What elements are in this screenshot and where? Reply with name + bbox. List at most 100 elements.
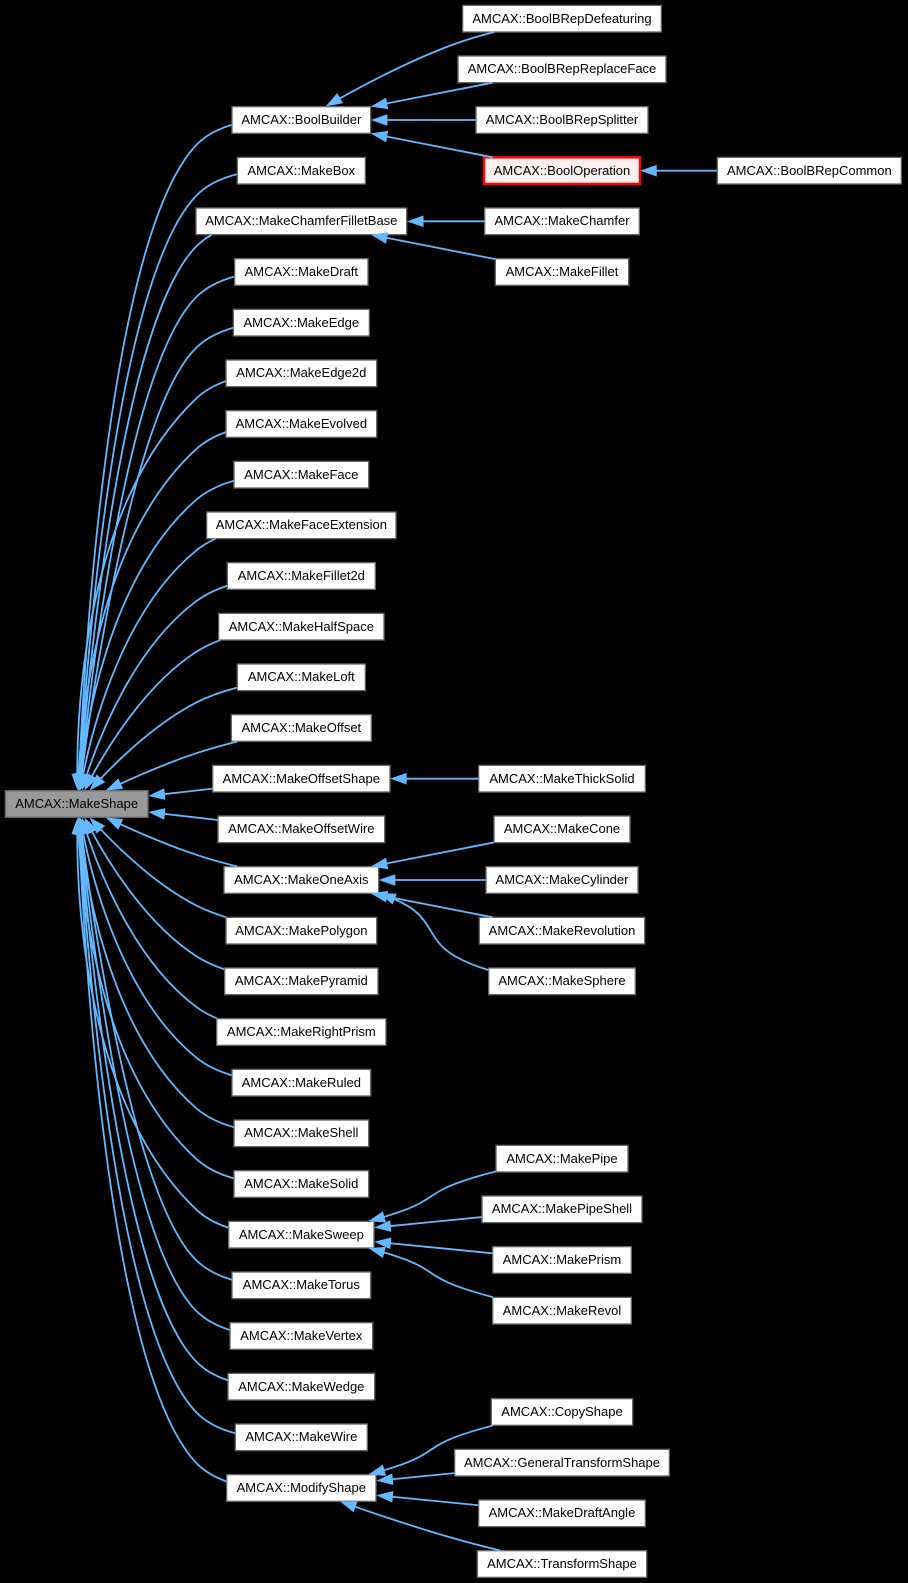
class-node-label: AMCAX::GeneralTransformShape	[463, 1454, 660, 1470]
class-node-make-pyramid[interactable]: AMCAX::MakePyramid	[225, 968, 378, 995]
class-node-box-make-sphere	[488, 967, 636, 996]
class-node-label: AMCAX::MakeLoft	[247, 669, 355, 685]
inheritance-edge-make-sphere-to-make-one-axis	[391, 897, 489, 971]
class-node-bool-builder[interactable]: AMCAX::BoolBuilder	[232, 107, 371, 134]
class-node-box-make-right-prism	[216, 1018, 387, 1046]
class-node-label: AMCAX::BoolBRepSplitter	[485, 111, 639, 127]
class-node-make-thick-solid[interactable]: AMCAX::MakeThickSolid	[479, 765, 646, 792]
class-node-make-revol[interactable]: AMCAX::MakeRevol	[493, 1297, 632, 1324]
class-node-make-draft-angle[interactable]: AMCAX::MakeDraftAngle	[479, 1500, 646, 1527]
class-node-make-shell[interactable]: AMCAX::MakeShell	[234, 1120, 369, 1147]
arrowhead-icon-modify-shape	[368, 1464, 386, 1476]
class-node-transform-shape[interactable]: AMCAX::TransformShape	[477, 1551, 646, 1578]
class-node-make-draft[interactable]: AMCAX::MakeDraft	[235, 259, 368, 286]
class-node-make-sphere[interactable]: AMCAX::MakeSphere	[489, 968, 636, 995]
class-node-make-cone[interactable]: AMCAX::MakeCone	[494, 816, 630, 843]
class-node-label: AMCAX::MakeEdge	[243, 314, 360, 330]
class-node-box-make-draft	[234, 258, 369, 286]
inheritance-edge-modify-shape-to-make-shape	[78, 831, 227, 1483]
class-node-box-make-edge2d	[225, 359, 378, 388]
class-node-label: AMCAX::MakeSweep	[238, 1226, 364, 1242]
inheritance-edge-general-transform-shape-to-modify-shape	[389, 1472, 455, 1481]
inheritance-edge-make-prism-to-make-sweep	[387, 1242, 493, 1255]
inheritance-edge-make-draft-angle-to-modify-shape	[389, 1495, 479, 1507]
class-node-box-copy-shape	[490, 1398, 634, 1426]
inheritance-edge-make-ruled-to-make-shape	[81, 830, 232, 1077]
class-node-label: AMCAX::MakeShell	[244, 1125, 359, 1141]
class-node-general-transform-shape[interactable]: AMCAX::GeneralTransformShape	[455, 1449, 670, 1476]
class-node-bool-b-rep-defeaturing[interactable]: AMCAX::BoolBRepDefeaturing	[463, 5, 662, 32]
class-node-make-solid[interactable]: AMCAX::MakeSolid	[234, 1171, 369, 1198]
class-node-label: AMCAX::MakeChamferFilletBase	[205, 213, 398, 229]
class-node-box-make-offset-wire	[217, 815, 386, 844]
class-node-box-make-wire	[234, 1423, 368, 1452]
class-node-label: AMCAX::MakeOffsetShape	[222, 770, 380, 786]
class-node-make-wire[interactable]: AMCAX::MakeWire	[235, 1424, 367, 1451]
class-node-label: AMCAX::MakeOffset	[241, 719, 362, 735]
inheritance-edge-make-box-to-make-shape	[78, 173, 238, 777]
class-node-make-face-extension[interactable]: AMCAX::MakeFaceExtension	[207, 512, 396, 539]
class-node-make-ruled[interactable]: AMCAX::MakeRuled	[232, 1069, 371, 1096]
class-node-label: AMCAX::MakeDraftAngle	[488, 1505, 636, 1521]
class-node-label: AMCAX::MakeFace	[244, 466, 359, 482]
class-node-box-make-edge	[232, 308, 370, 337]
class-node-make-edge[interactable]: AMCAX::MakeEdge	[233, 309, 369, 336]
inheritance-edge-make-offset-wire-to-make-shape	[161, 812, 218, 821]
class-node-make-sweep[interactable]: AMCAX::MakeSweep	[229, 1221, 374, 1248]
inheritance-edge-make-cone-to-make-one-axis	[383, 841, 495, 865]
class-node-make-offset-wire[interactable]: AMCAX::MakeOffsetWire	[218, 816, 385, 843]
class-node-label: AMCAX::CopyShape	[501, 1403, 623, 1419]
class-node-bool-b-rep-replace-face[interactable]: AMCAX::BoolBRepReplaceFace	[458, 56, 666, 83]
class-node-label: AMCAX::MakeHalfSpace	[228, 618, 374, 634]
class-node-make-offset-shape[interactable]: AMCAX::MakeOffsetShape	[213, 765, 390, 792]
class-node-label: AMCAX::MakePolygon	[235, 922, 368, 938]
class-node-make-pipe-shell[interactable]: AMCAX::MakePipeShell	[482, 1196, 642, 1223]
inheritance-edge-make-face-extension-to-make-shape	[81, 537, 216, 778]
class-node-make-box[interactable]: AMCAX::MakeBox	[237, 157, 365, 184]
arrowhead-icon-make-offset-shape	[390, 772, 407, 785]
class-node-make-revolution[interactable]: AMCAX::MakeRevolution	[479, 917, 644, 944]
class-node-bool-b-rep-splitter[interactable]: AMCAX::BoolBRepSplitter	[476, 107, 648, 134]
class-node-make-face[interactable]: AMCAX::MakeFace	[234, 461, 369, 488]
inheritance-edge-make-vertex-to-make-shape	[79, 831, 230, 1331]
class-node-label: AMCAX::MakeOffsetWire	[228, 821, 375, 837]
class-node-make-chamfer-fillet-base[interactable]: AMCAX::MakeChamferFilletBase	[196, 208, 407, 235]
arrowhead-icon-make-shape	[105, 817, 124, 830]
class-node-label: AMCAX::MakeOneAxis	[234, 871, 369, 887]
class-node-bool-b-rep-common[interactable]: AMCAX::BoolBRepCommon	[717, 157, 901, 184]
class-node-make-chamfer[interactable]: AMCAX::MakeChamfer	[485, 208, 640, 235]
class-node-modify-shape[interactable]: AMCAX::ModifyShape	[227, 1475, 376, 1502]
class-node-box-make-offset	[230, 714, 372, 742]
class-node-make-torus[interactable]: AMCAX::MakeTorus	[232, 1272, 371, 1299]
class-node-make-evolved[interactable]: AMCAX::MakeEvolved	[226, 411, 377, 438]
class-node-make-vertex[interactable]: AMCAX::MakeVertex	[230, 1323, 373, 1350]
class-node-copy-shape[interactable]: AMCAX::CopyShape	[491, 1399, 632, 1426]
class-node-box-make-offset-shape	[212, 764, 391, 793]
class-node-make-shape: AMCAX::MakeShape	[5, 791, 148, 818]
class-node-label: AMCAX::MakeSolid	[244, 1175, 359, 1191]
inheritance-edge-make-offset-to-make-shape	[117, 740, 238, 786]
class-node-make-one-axis[interactable]: AMCAX::MakeOneAxis	[224, 867, 379, 894]
class-node-make-prism[interactable]: AMCAX::MakePrism	[493, 1247, 632, 1274]
arrowhead-icon-bool-operation	[640, 164, 657, 177]
class-node-label: AMCAX::TransformShape	[487, 1555, 637, 1571]
class-node-make-half-space[interactable]: AMCAX::MakeHalfSpace	[219, 613, 384, 640]
class-node-make-fillet2d[interactable]: AMCAX::MakeFillet2d	[227, 563, 375, 590]
class-node-make-fillet[interactable]: AMCAX::MakeFillet	[495, 259, 628, 286]
class-node-make-polygon[interactable]: AMCAX::MakePolygon	[226, 917, 377, 944]
class-node-label: AMCAX::MakeCylinder	[495, 871, 629, 887]
arrowhead-icon-make-shape	[148, 788, 166, 800]
class-node-make-pipe[interactable]: AMCAX::MakePipe	[496, 1145, 628, 1172]
class-node-label: AMCAX::BoolBRepDefeaturing	[472, 10, 652, 26]
class-node-make-right-prism[interactable]: AMCAX::MakeRightPrism	[217, 1019, 386, 1046]
class-node-make-wedge[interactable]: AMCAX::MakeWedge	[228, 1373, 375, 1400]
inheritance-edge-make-draft-to-make-shape	[79, 275, 235, 777]
arrowhead-icon-modify-shape	[376, 1473, 394, 1485]
inheritance-edge-make-face-to-make-shape	[79, 479, 235, 778]
class-node-make-loft[interactable]: AMCAX::MakeLoft	[237, 664, 365, 691]
class-node-make-offset[interactable]: AMCAX::MakeOffset	[231, 715, 371, 742]
class-node-make-edge2d[interactable]: AMCAX::MakeEdge2d	[226, 360, 377, 387]
class-node-make-cylinder[interactable]: AMCAX::MakeCylinder	[486, 867, 638, 894]
class-node-bool-operation[interactable]: AMCAX::BoolOperation	[484, 157, 640, 184]
